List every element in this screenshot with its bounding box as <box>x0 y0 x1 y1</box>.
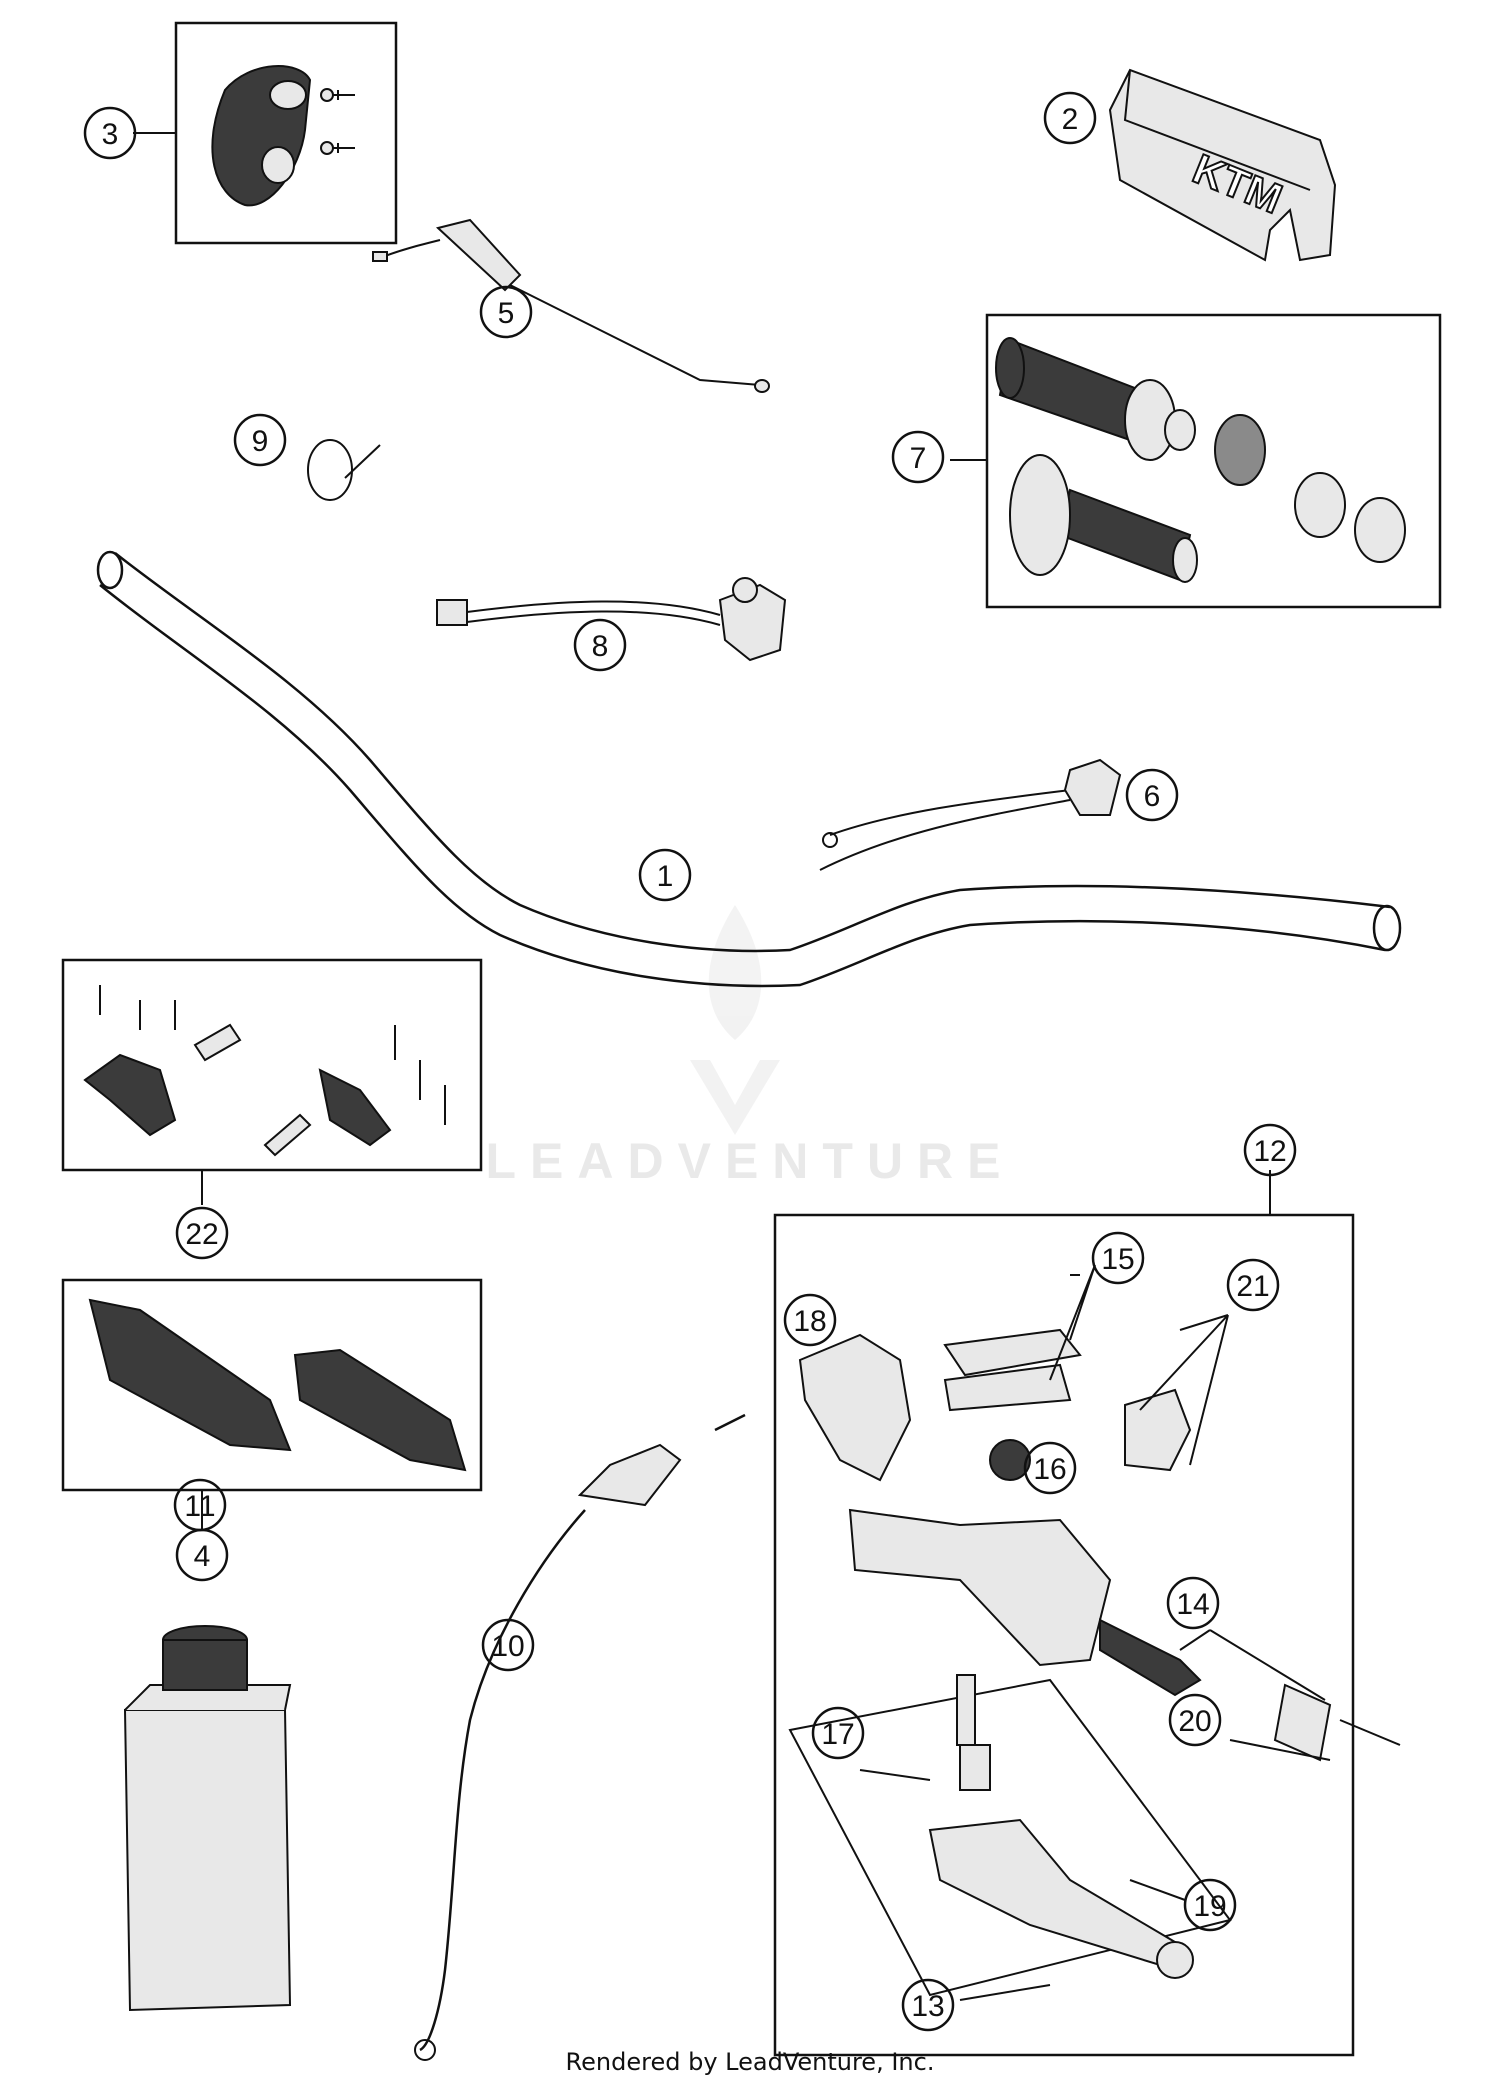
callout-7: 7 <box>891 430 945 484</box>
callout-7-label: 7 <box>910 442 927 475</box>
callout-20: 20 <box>1168 1693 1222 1747</box>
callout-21: 21 <box>1226 1258 1280 1312</box>
callout-16: 16 <box>1023 1441 1077 1495</box>
throttle-housing-part <box>211 65 355 207</box>
callout-18-label: 18 <box>793 1305 826 1338</box>
bar-pad-part: KTM <box>1108 68 1337 262</box>
callout-1-label: 1 <box>657 860 674 893</box>
callout-22: 22 <box>175 1206 229 1260</box>
part-22-box <box>61 958 483 1172</box>
fluid-bottle-part <box>123 1625 292 2012</box>
callout-4-label: 4 <box>194 1540 211 1573</box>
clutch-hose-part <box>414 1413 746 2061</box>
callout-3-label: 3 <box>102 118 119 151</box>
callout-6: 6 <box>1125 768 1179 822</box>
handlebar-part <box>96 550 1402 988</box>
callout-1: 1 <box>638 848 692 902</box>
callout-14-label: 14 <box>1176 1588 1209 1621</box>
callout-8: 8 <box>573 618 627 672</box>
callout-17: 17 <box>811 1706 865 1760</box>
watermark-logo <box>690 905 780 1135</box>
cable-tie-part <box>307 439 381 501</box>
leader-lines <box>133 132 1331 2001</box>
callout-12: 12 <box>1243 1123 1297 1177</box>
callout-20-label: 20 <box>1178 1705 1211 1738</box>
callout-10-label: 10 <box>491 1630 524 1663</box>
hand-guards-part <box>88 1298 467 1472</box>
callout-19-label: 19 <box>1193 1890 1226 1923</box>
callout-13-label: 13 <box>911 1990 944 2023</box>
watermark-text: LEADVENTURE <box>485 1133 1015 1189</box>
brackets-part <box>83 985 446 1157</box>
kill-switch-part <box>819 758 1122 871</box>
callout-5: 5 <box>479 285 533 339</box>
footer-credit: Rendered by LeadVenture, Inc. <box>565 2048 935 2076</box>
callout-9: 9 <box>233 413 287 467</box>
callout-2: 2 <box>1043 91 1097 145</box>
callout-6-label: 6 <box>1144 780 1161 813</box>
callout-4: 4 <box>175 1528 229 1582</box>
callout-21-label: 21 <box>1236 1270 1269 1303</box>
callout-22-label: 22 <box>185 1218 218 1251</box>
master-cylinder-part <box>788 1328 1401 1997</box>
callout-11-label: 11 <box>184 1490 215 1523</box>
callout-17-label: 17 <box>821 1718 854 1751</box>
callout-8-label: 8 <box>592 630 609 663</box>
part-4-box <box>61 1278 483 1492</box>
callout-9-label: 9 <box>252 425 269 458</box>
callout-10: 10 <box>481 1618 535 1672</box>
throttle-cable-part <box>372 218 770 393</box>
callout-14: 14 <box>1166 1576 1220 1630</box>
callout-18: 18 <box>783 1293 837 1347</box>
callout-12-label: 12 <box>1253 1135 1286 1168</box>
callout-15: 15 <box>1091 1231 1145 1285</box>
callout-5-label: 5 <box>498 297 515 330</box>
callout-2-label: 2 <box>1062 103 1079 136</box>
part-12-box <box>773 1213 1355 2057</box>
switch-part <box>436 577 787 662</box>
callout-16-label: 16 <box>1033 1453 1066 1486</box>
callout-13: 13 <box>901 1978 955 2032</box>
callout-19: 19 <box>1183 1878 1237 1932</box>
grips-part <box>995 337 1406 583</box>
callout-3: 3 <box>83 106 137 160</box>
callout-11: 11 <box>173 1478 227 1532</box>
callout-15-label: 15 <box>1101 1243 1134 1276</box>
